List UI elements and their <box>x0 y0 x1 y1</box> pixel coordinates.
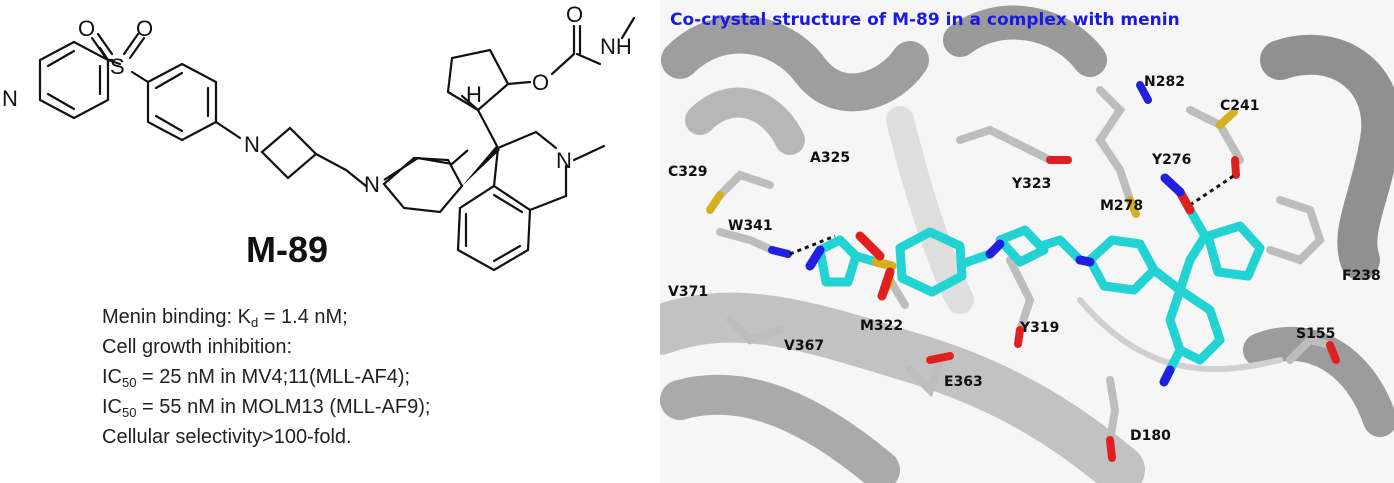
residue-label-f238: F238 <box>1342 268 1381 284</box>
atom-carbonyl-o: O <box>566 2 583 27</box>
azetidine-ring <box>260 126 318 180</box>
ic50-mv4-line: IC50 = 25 nM in MV4;11(MLL-AF4); <box>102 366 411 390</box>
residue-label-m278: M278 <box>1100 198 1144 214</box>
residue-label-n282: N282 <box>1144 74 1185 90</box>
cyclopentane-ring <box>446 48 510 112</box>
binding-properties: Menin binding: Kd = 1.4 nM; Cell growth … <box>102 302 430 452</box>
atom-pyridine-n: N <box>2 86 18 111</box>
residue-label-a325: A325 <box>810 150 851 166</box>
residue-label-v371: V371 <box>668 284 709 300</box>
menin-binding-line: Menin binding: Kd = 1.4 nM; <box>102 306 348 330</box>
isoquinoline-benzene <box>456 184 532 272</box>
residue-label-w341: W341 <box>728 218 773 234</box>
atom-piperidine-n: N <box>364 172 380 197</box>
residue-label-m322: M322 <box>860 318 904 334</box>
atom-ester-o: O <box>532 70 549 95</box>
co-crystal-structure-panel: Co-crystal structure of M-89 in a comple… <box>660 0 1394 483</box>
compound-name: M-89 <box>246 229 328 270</box>
benzene-ring-1 <box>146 62 218 142</box>
atom-sulfur: S <box>110 54 125 79</box>
structure-title: Co-crystal structure of M-89 in a comple… <box>670 10 1180 30</box>
atom-sulfonyl-o1: O <box>78 16 95 41</box>
atom-isoquinoline-n: N <box>556 148 572 173</box>
m89-chemical-structure: N S O O N N H O O NH N M-89 <box>2 2 636 272</box>
ligand-m89 <box>815 205 1265 375</box>
residue-label-d180: D180 <box>1130 428 1171 444</box>
atom-azetidine-n: N <box>244 132 260 157</box>
atom-hydrogen: H <box>466 82 482 107</box>
protein-ligand-render <box>660 5 1394 483</box>
residue-label-y276: Y276 <box>1152 152 1192 168</box>
piperidine-ring <box>382 156 464 214</box>
residue-label-y323: Y323 <box>1012 176 1052 192</box>
atom-carbamate-nh: NH <box>600 34 632 59</box>
residue-label-y319: Y319 <box>1020 320 1060 336</box>
cell-growth-line: Cell growth inhibition: <box>102 336 293 358</box>
residue-label-c241: C241 <box>1220 98 1260 114</box>
residue-label-e363: E363 <box>944 374 983 390</box>
selectivity-line: Cellular selectivity>100-fold. <box>102 426 352 448</box>
atom-sulfonyl-o2: O <box>136 16 153 41</box>
residue-label-s155: S155 <box>1296 326 1336 342</box>
residue-label-c329: C329 <box>668 164 708 180</box>
pyridine-ring <box>38 40 110 120</box>
residue-label-v367: V367 <box>784 338 825 354</box>
ic50-molm13-line: IC50 = 55 nM in MOLM13 (MLL-AF9); <box>102 396 431 420</box>
